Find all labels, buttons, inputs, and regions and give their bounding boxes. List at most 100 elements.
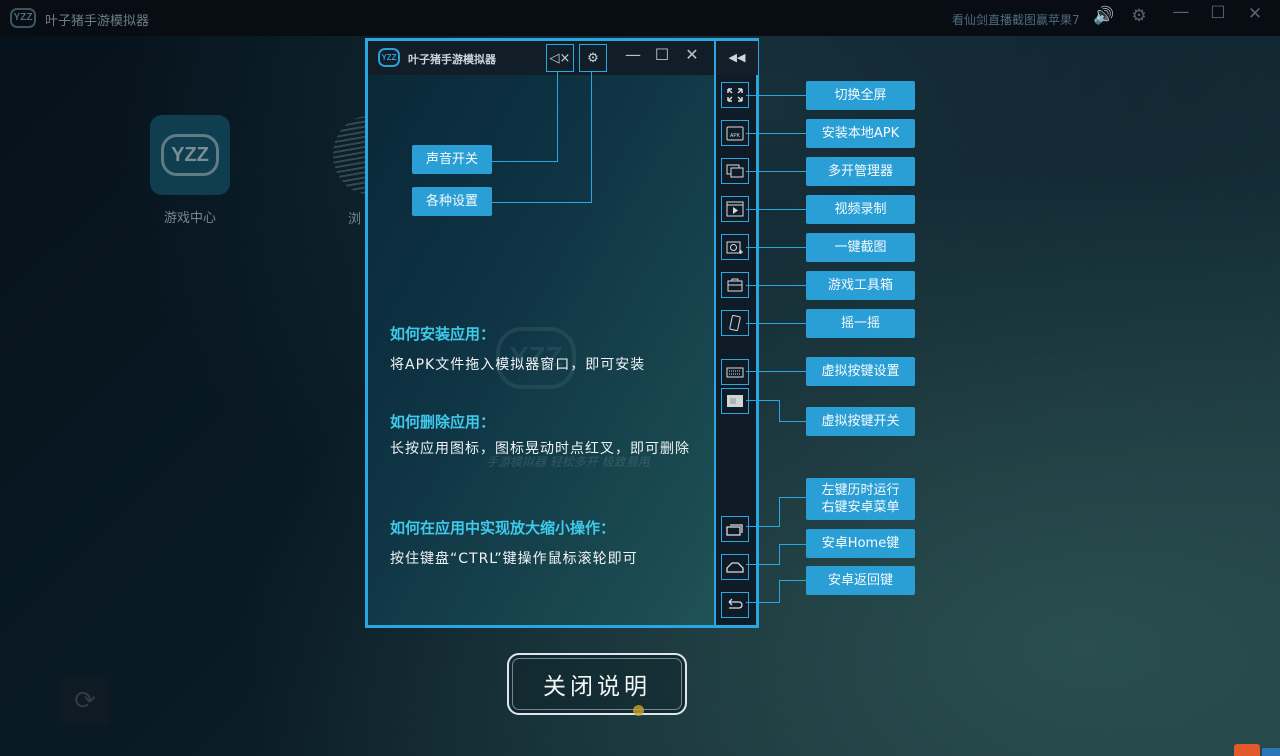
maximize-icon[interactable]: ☐	[1210, 3, 1226, 23]
minimize-button[interactable]: —	[625, 45, 641, 64]
callout-sound-toggle: 声音开关	[412, 145, 492, 174]
multi-instance-button[interactable]	[721, 158, 749, 184]
keyboard-toggle-icon	[727, 395, 743, 407]
recent-apps-icon	[726, 524, 743, 536]
app-logo: YZZ	[10, 8, 36, 28]
screenshot-icon	[726, 241, 743, 254]
recent-apps-button[interactable]	[721, 516, 749, 542]
help-delete: 如何删除应用： 长按应用图标，图标晃动时点红叉，即可删除	[390, 411, 690, 460]
maximize-button[interactable]: ☐	[654, 45, 670, 64]
callout-toolbox: 游戏工具箱	[806, 271, 915, 300]
desktop-icon-game-center[interactable]: YZZ 游戏中心	[150, 115, 230, 226]
callout-shake: 摇一摇	[806, 309, 915, 338]
help-question: 如何删除应用：	[390, 413, 496, 431]
shake-button[interactable]	[721, 310, 749, 336]
connector-line	[746, 497, 780, 527]
connector-line	[780, 421, 807, 422]
speaker-mute-icon: ◁×	[549, 50, 571, 66]
help-answer: 长按应用图标，图标晃动时点红叉，即可删除	[390, 441, 690, 457]
callout-video-record: 视频录制	[806, 195, 915, 224]
callout-settings: 各种设置	[412, 187, 492, 216]
app-titlebar: YZZ 叶子猪手游模拟器 看仙剑直播截图赢苹果7 🔊 ⚙ — ☐ ✕	[0, 0, 1280, 36]
gear-icon: ⚙	[587, 50, 599, 66]
connector-line	[780, 497, 807, 498]
install-apk-button[interactable]: APK	[721, 120, 749, 146]
app-title: 叶子猪手游模拟器	[45, 14, 150, 29]
connector-line	[490, 161, 558, 162]
connector-line	[746, 400, 780, 422]
emulator-title: 叶子猪手游模拟器	[408, 53, 496, 66]
callout-virtual-key-settings: 虚拟按键设置	[806, 357, 915, 386]
callout-fullscreen: 切换全屏	[806, 81, 915, 110]
collapse-sidebar-button[interactable]: ◀◀	[716, 41, 758, 75]
corner-app-icon	[1262, 748, 1280, 756]
help-zoom: 如何在应用中实现放大缩小操作： 按住键盘“CTRL”键操作鼠标滚轮即可	[390, 517, 638, 570]
connector-line	[591, 72, 592, 203]
connector-line	[746, 171, 807, 172]
svg-text:APK: APK	[730, 133, 741, 139]
virtual-key-toggle-button[interactable]	[721, 388, 749, 414]
callout-multi-instance: 多开管理器	[806, 157, 915, 186]
connector-line	[557, 72, 558, 162]
multi-window-icon	[726, 164, 744, 178]
news-link[interactable]: 看仙剑直播截图赢苹果7	[952, 13, 1080, 27]
callout-screenshot: 一键截图	[806, 233, 915, 262]
back-icon	[728, 598, 743, 609]
mute-button[interactable]: ◁×	[546, 44, 574, 72]
home-icon	[726, 562, 744, 573]
mouse-cursor	[633, 705, 644, 716]
toolbox-icon	[727, 278, 743, 292]
connector-line	[746, 580, 780, 603]
close-icon[interactable]: ✕	[1247, 4, 1263, 24]
apk-icon: APK	[726, 126, 744, 141]
settings-button[interactable]: ⚙	[579, 44, 607, 72]
android-back-button[interactable]	[721, 592, 749, 618]
desktop-icon-label: 游戏中心	[163, 211, 216, 226]
connector-line	[746, 95, 807, 96]
shake-icon	[729, 315, 741, 331]
connector-line	[746, 285, 807, 286]
callout-back: 安卓返回键	[806, 566, 915, 595]
virtual-key-settings-button[interactable]	[721, 359, 749, 385]
callout-recent-apps: 左键历时运行 右键安卓菜单	[806, 478, 915, 520]
desktop-icon-label: 浏	[348, 212, 362, 227]
callout-line: 左键历时运行	[821, 483, 900, 498]
help-answer: 将APK文件拖入模拟器窗口，即可安装	[390, 357, 646, 373]
help-question: 如何安装应用：	[390, 325, 496, 343]
connector-line	[746, 133, 807, 134]
gear-icon[interactable]: ⚙	[1131, 6, 1147, 26]
corner-app-icon	[1234, 744, 1260, 756]
callout-home: 安卓Home键	[806, 529, 915, 558]
close-button[interactable]: ✕	[685, 45, 699, 64]
callout-virtual-key-toggle: 虚拟按键开关	[806, 407, 915, 436]
emulator-logo: YZZ	[378, 48, 400, 67]
volume-icon[interactable]: 🔊	[1093, 6, 1115, 26]
yzz-logo-icon: YZZ	[161, 134, 219, 176]
help-answer: 按住键盘“CTRL”键操作鼠标滚轮即可	[390, 551, 638, 567]
help-install: 如何安装应用： 将APK文件拖入模拟器窗口，即可安装	[390, 323, 645, 376]
emulator-window: YZZ 叶子猪手游模拟器 ◁× ⚙ — ☐ ✕ YZZ 手游模拟器 轻松多开 极…	[365, 38, 759, 628]
watermark-logo: YZZ	[496, 327, 576, 389]
fullscreen-icon	[727, 88, 743, 102]
video-record-icon	[726, 201, 744, 217]
emulator-sidebar: ◀◀ APK	[714, 41, 758, 625]
connector-line	[746, 323, 807, 324]
emulator-titlebar: YZZ 叶子猪手游模拟器 ◁× ⚙ — ☐ ✕	[368, 41, 714, 75]
toolbox-button[interactable]	[721, 272, 749, 298]
connector-line	[746, 247, 807, 248]
android-home-button[interactable]	[721, 554, 749, 580]
close-guide-button[interactable]: 关闭说明	[507, 653, 687, 715]
connector-line	[780, 580, 807, 581]
connector-line	[780, 544, 807, 545]
refresh-icon[interactable]: ⟳	[60, 676, 110, 726]
minimize-icon[interactable]: —	[1172, 2, 1190, 22]
video-record-button[interactable]	[721, 196, 749, 222]
connector-line	[746, 209, 807, 210]
callout-install-apk: 安装本地APK	[806, 119, 915, 148]
callout-line: 右键安卓菜单	[821, 500, 900, 515]
keyboard-settings-icon	[726, 367, 744, 378]
connector-line	[746, 544, 780, 565]
game-center-tile: YZZ	[150, 115, 230, 195]
fullscreen-button[interactable]	[721, 82, 749, 108]
screenshot-button[interactable]	[721, 234, 749, 260]
